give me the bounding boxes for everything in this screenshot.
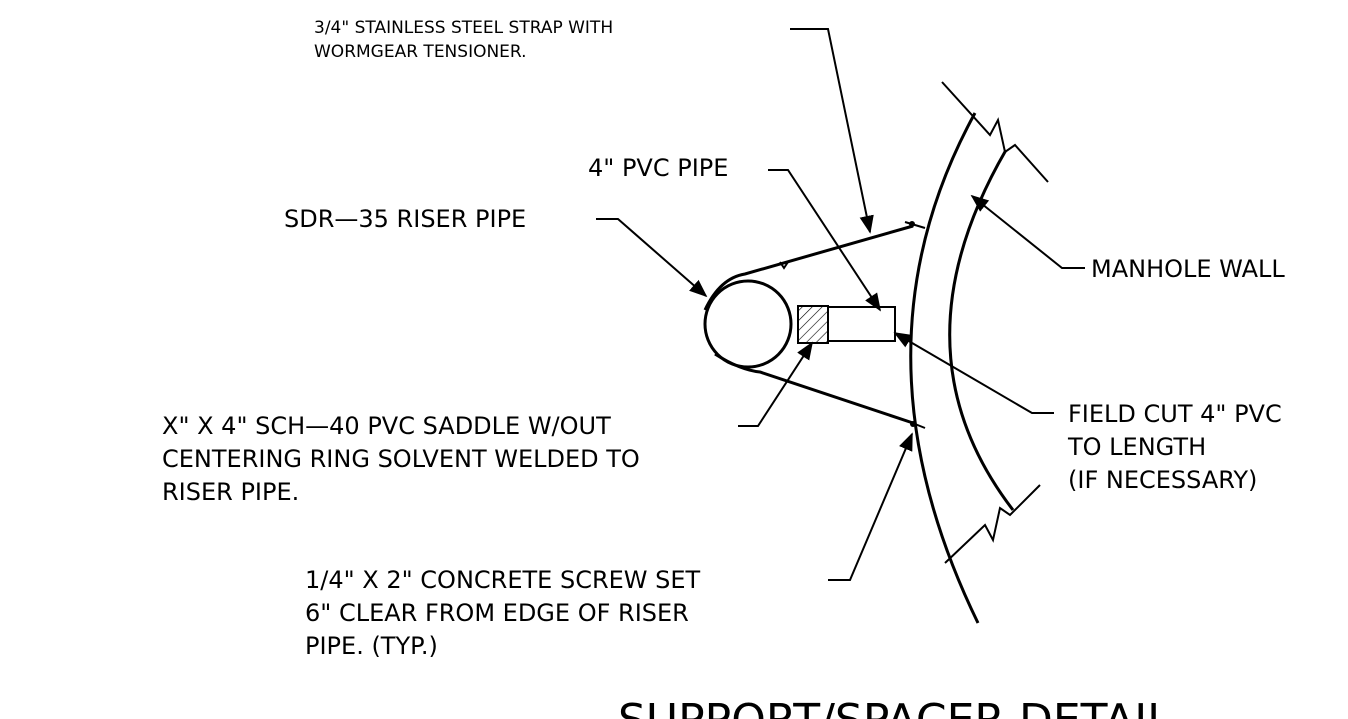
strap-lower [714, 352, 914, 425]
riser-pipe-circle [703, 279, 793, 369]
screw-label-line3: PIPE. (TYP.) [305, 632, 438, 660]
wall-break-line-top [941, 81, 1049, 183]
field-cut-label-line3: (IF NECESSARY) [1068, 466, 1257, 494]
pvc-pipe-label: 4" PVC PIPE [588, 154, 728, 182]
pvc-pipe-4in [827, 306, 896, 342]
field-cut-label-line2: TO LENGTH [1067, 433, 1206, 461]
saddle-label-line2: CENTERING RING SOLVENT WELDED TO [162, 445, 640, 473]
wormgear-tensioner-mark [779, 261, 789, 270]
detail-title: SUPPORT/SPACER DETAIL [618, 695, 1172, 719]
manhole-wall-label: MANHOLE WALL [1091, 255, 1285, 283]
leader-riser-pipe [596, 218, 708, 298]
strap-label-line2: WORMGEAR TENSIONER. [314, 42, 527, 62]
screw-label-line1: 1/4" X 2" CONCRETE SCREW SET [305, 566, 701, 594]
leader-strap [790, 28, 874, 234]
leader-saddle [738, 341, 813, 427]
saddle-label-line3: RISER PIPE. [162, 478, 299, 506]
concrete-screw-top [904, 221, 926, 229]
saddle-label-line1: X" X 4" SCH—40 PVC SADDLE W/OUT [162, 412, 611, 440]
wall-break-line-bottom [944, 484, 1041, 564]
screw-label-line2: 6" CLEAR FROM EDGE OF RISER [305, 599, 689, 627]
pvc-saddle-block [797, 305, 829, 344]
riser-pipe-label: SDR—35 RISER PIPE [284, 205, 526, 233]
strap-upper [703, 224, 914, 311]
leader-manhole-wall [970, 194, 1085, 269]
leader-pvc-pipe [768, 169, 881, 312]
leader-field-cut [893, 332, 1054, 414]
field-cut-label-line1: FIELD CUT 4" PVC [1068, 400, 1282, 428]
manhole-wall-outer-arc [909, 112, 980, 624]
concrete-screw-bottom [904, 419, 926, 429]
leader-concrete-screw [828, 432, 913, 581]
strap-label-line1: 3/4" STAINLESS STEEL STRAP WITH [314, 18, 613, 38]
